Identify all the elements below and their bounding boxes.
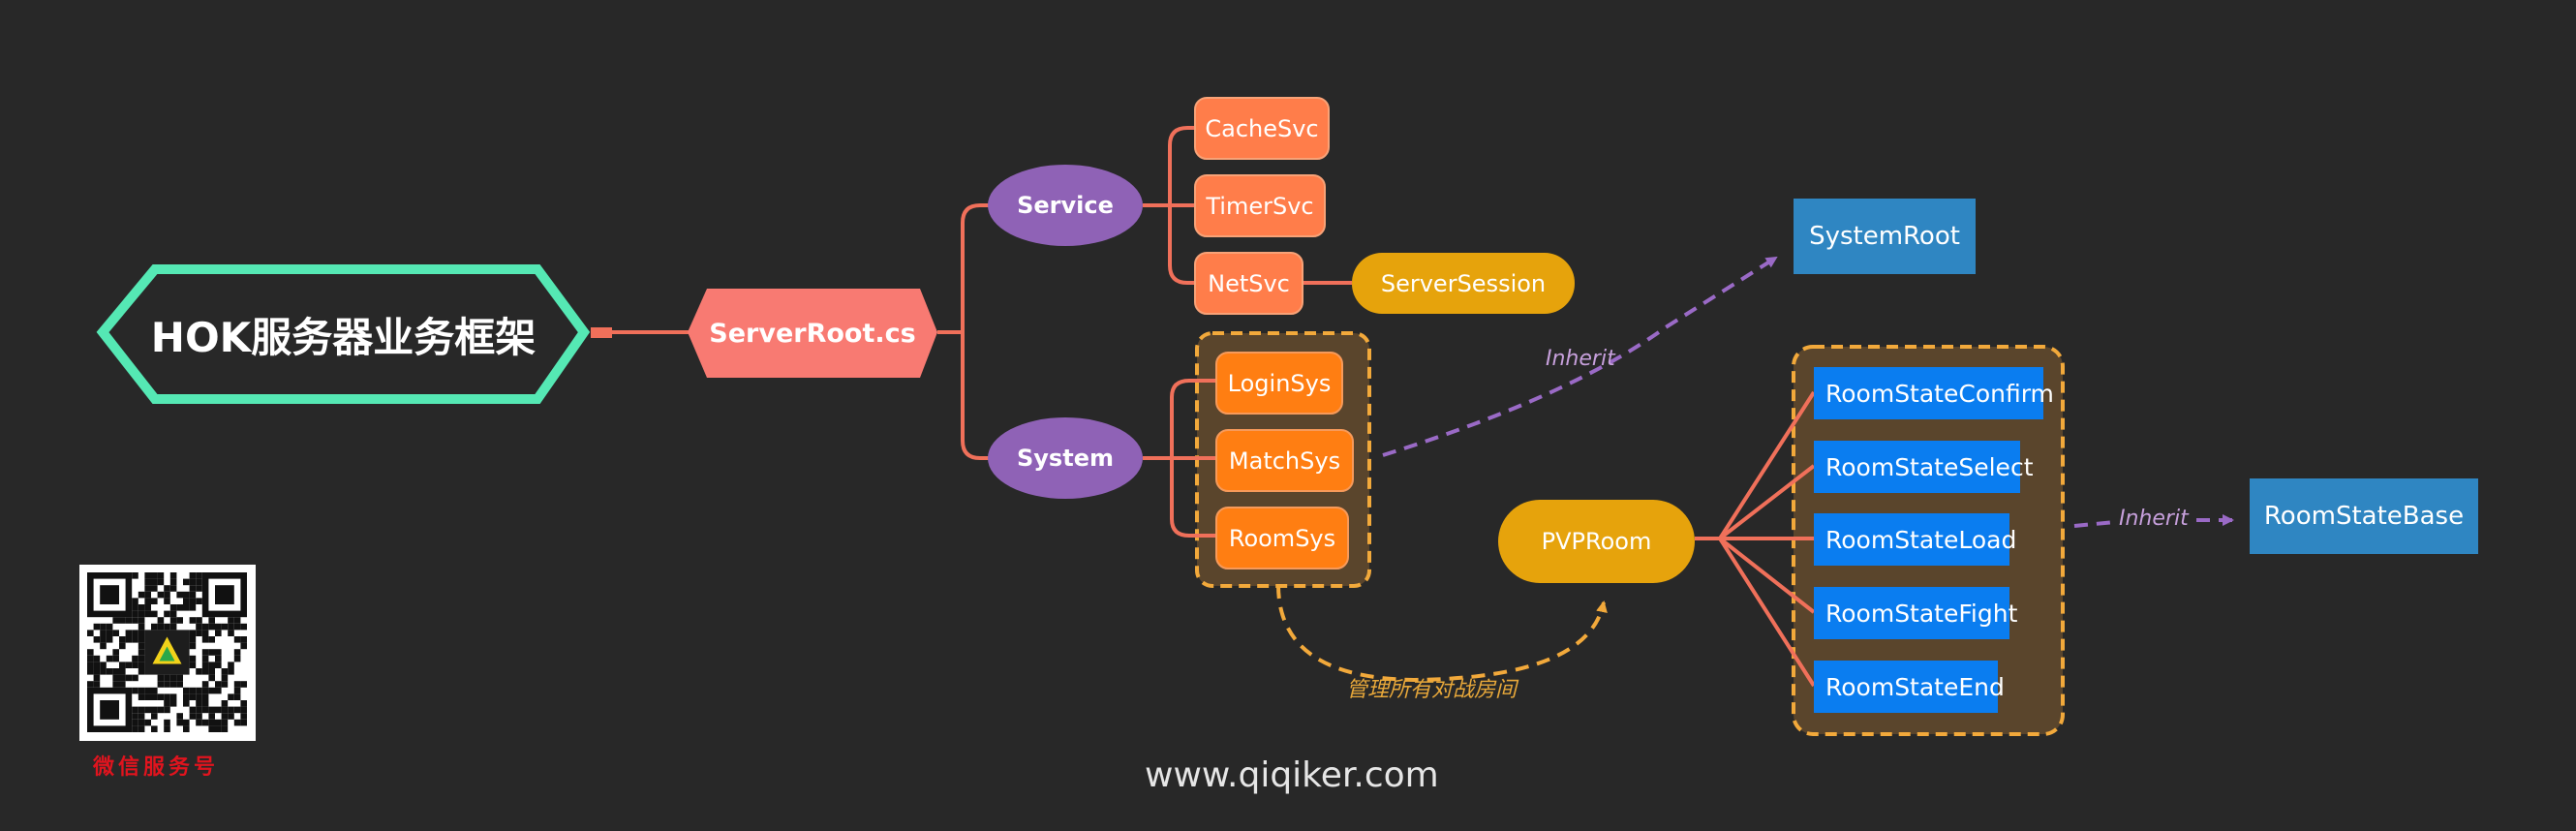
connector-system-items xyxy=(1143,379,1216,538)
roomstate-end-box xyxy=(1814,661,1998,713)
loginsys-box xyxy=(1215,352,1343,415)
connector-pvproom-states xyxy=(1695,390,1816,688)
system-ellipse xyxy=(988,417,1143,499)
roomstate-fight-box xyxy=(1814,587,2009,639)
wechat-service-label: 微信服务号 xyxy=(93,755,220,780)
qr-code xyxy=(87,572,247,732)
manage-note: 管理所有对战房间 xyxy=(1346,678,1518,702)
roomstate-load-label: RoomStateLoad xyxy=(1825,525,2017,554)
connector-root-branches xyxy=(937,203,990,460)
page-title: HOK服务器业务框架 xyxy=(150,313,537,361)
netsvc-label: NetSvc xyxy=(1208,269,1290,297)
matchsys-box xyxy=(1215,429,1354,492)
serversession-box xyxy=(1352,253,1575,314)
manage-arrow xyxy=(1276,584,1608,683)
cachesvc-label: CacheSvc xyxy=(1205,114,1319,142)
roomstate-select-box xyxy=(1814,441,2020,493)
roomstate-confirm-label: RoomStateConfirm xyxy=(1825,379,2054,408)
root-node-label: ServerRoot.cs xyxy=(709,318,916,349)
timersvc-box xyxy=(1194,174,1326,237)
roomstatebase-box xyxy=(2250,478,2478,554)
timersvc-label: TimerSvc xyxy=(1206,192,1314,220)
pvproom-label: PVPRoom xyxy=(1541,528,1652,555)
connector-service-items xyxy=(1143,126,1197,285)
service-ellipse xyxy=(988,165,1143,246)
roomstate-end-label: RoomStateEnd xyxy=(1825,672,2005,701)
roomsys-label: RoomSys xyxy=(1228,524,1336,552)
netsvc-box xyxy=(1194,252,1303,315)
loginsys-label: LoginSys xyxy=(1227,369,1332,397)
roomstate-fight-label: RoomStateFight xyxy=(1825,599,2018,628)
serversession-label: ServerSession xyxy=(1380,269,1547,297)
root-hexagon xyxy=(688,289,937,378)
inherit-label-systemroot: Inherit xyxy=(1546,347,1615,371)
roomstate-select-label: RoomStateSelect xyxy=(1825,452,2034,481)
inherit-label-roomstatebase: Inherit xyxy=(2119,507,2189,531)
service-node-label: Service xyxy=(1017,192,1114,219)
roomstate-load-box xyxy=(1814,513,2009,566)
systemroot-label: SystemRoot xyxy=(1809,222,1960,251)
inherit-arrow-systemroot xyxy=(1382,256,1778,457)
pvproom-box xyxy=(1498,500,1695,583)
roomstate-confirm-box xyxy=(1814,367,2043,419)
roomsys-box xyxy=(1215,507,1349,569)
title-hexagon xyxy=(96,264,591,404)
system-node-label: System xyxy=(1017,445,1114,472)
title-connector-knob xyxy=(591,327,612,338)
cachesvc-box xyxy=(1194,97,1330,160)
roomstatebase-label: RoomStateBase xyxy=(2263,502,2465,531)
systemroot-box xyxy=(1794,199,1976,274)
footer-url[interactable]: www.qiqiker.com xyxy=(1145,755,1439,795)
inherit-arrow-roomstatebase xyxy=(2073,520,2232,526)
matchsys-label: MatchSys xyxy=(1228,446,1341,475)
